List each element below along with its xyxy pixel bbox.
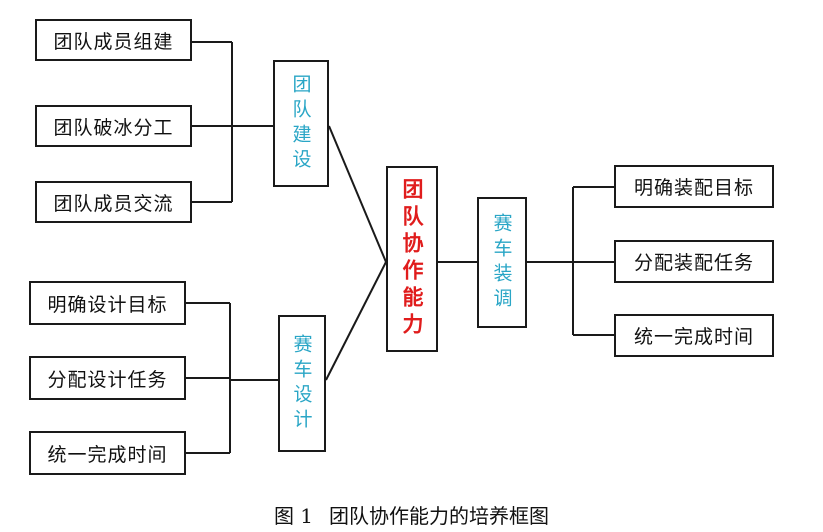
figure-number: 图 1: [273, 504, 314, 528]
race-car-design-hub: 赛车设计: [278, 315, 326, 452]
race-car-assembly-hub: 赛车装调: [477, 197, 527, 328]
clarify-assembly-goal-box: 明确装配目标: [614, 165, 774, 208]
figure-caption: 图 1 团队协作能力的培养框图: [0, 500, 823, 529]
team-icebreak-division-box: 团队破冰分工: [35, 105, 192, 147]
team-building-hub: 团队建设: [273, 60, 329, 187]
team-member-communication-box: 团队成员交流: [35, 181, 192, 223]
clarify-design-goal-box: 明确设计目标: [29, 281, 186, 325]
unify-assembly-deadline-box: 统一完成时间: [614, 314, 774, 357]
unify-design-deadline-box: 统一完成时间: [29, 431, 186, 475]
teamwork-ability-center: 团队协作能力: [386, 166, 438, 352]
assign-assembly-task-box: 分配装配任务: [614, 240, 774, 283]
figure-title: 团队协作能力的培养框图: [329, 504, 550, 528]
team-member-formation-box: 团队成员组建: [35, 19, 192, 61]
assign-design-task-box: 分配设计任务: [29, 356, 186, 400]
